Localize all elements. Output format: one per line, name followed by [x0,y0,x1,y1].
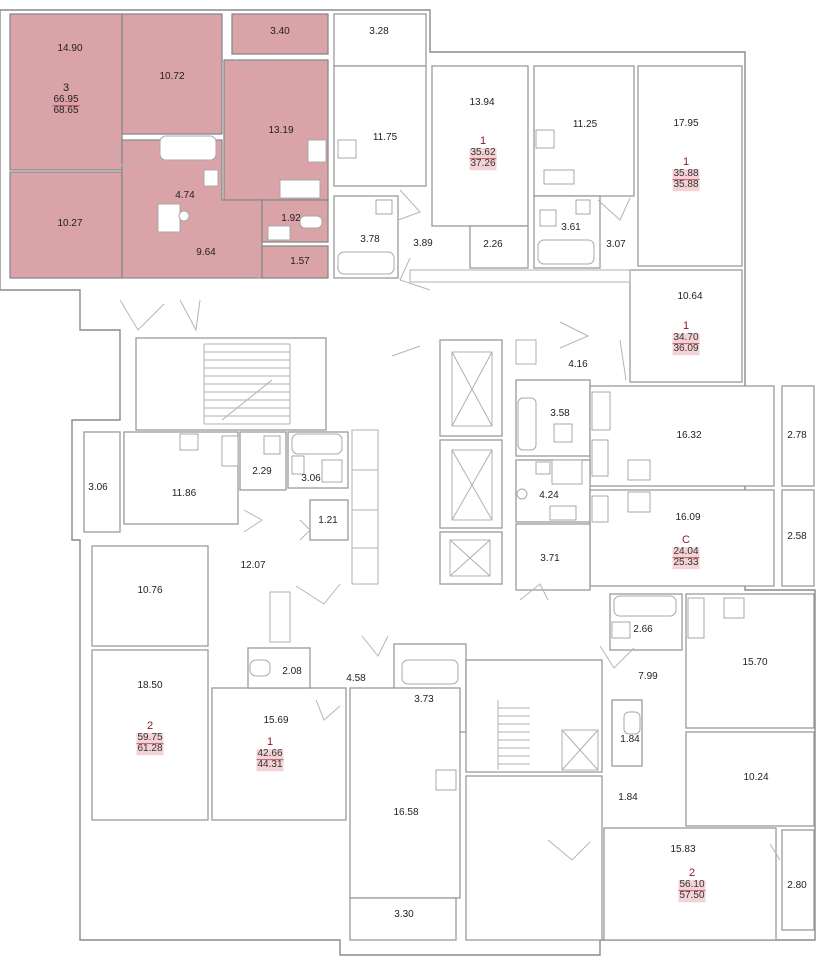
apartment-total-area: 36.09 [672,343,700,355]
room-area: 1.84 [618,792,638,803]
room-area: 3.71 [540,553,560,564]
apartment-living-area: 59.75 [136,731,164,745]
room-area: 10.72 [159,71,185,82]
apartment-rooms: 2 [688,867,696,880]
room-area: 4.58 [346,673,366,684]
apt-1-bottom-label[interactable]: 1 42.66 44.31 [256,736,284,771]
br-units [603,593,815,941]
apartment-rooms: 2 [146,720,154,733]
room-area: 2.29 [252,466,272,477]
room-area: 3.40 [270,26,290,37]
apartment-total-area: 61.28 [136,743,164,755]
apt-2-right-label[interactable]: 2 56.10 57.50 [678,867,706,902]
apartment-rooms: 1 [682,320,690,333]
apartment-living-area: 35.62 [469,146,497,160]
apartment-total-area: 44.31 [256,759,284,771]
apartment-rooms: 1 [682,156,690,169]
room-area: 13.94 [469,97,495,108]
room-area: 1.92 [281,213,301,224]
room-area: 3.58 [550,408,570,419]
room-area: 3.06 [88,482,108,493]
room-area: 10.24 [743,772,769,783]
room-area: 3.28 [369,26,389,37]
apartment-total-area: 57.50 [678,890,706,902]
room-area: 15.70 [742,657,768,668]
left-units [83,431,349,821]
room-area: 3.07 [606,239,626,250]
apt-2-left-label[interactable]: 2 59.75 61.28 [136,720,164,755]
room-area: 11.25 [572,119,598,130]
apartment-total-area: 35.88 [672,179,700,191]
room-area: 16.58 [393,807,419,818]
room-area: 16.09 [675,512,701,523]
room-area: 7.99 [638,671,658,682]
room-area: 15.69 [263,715,289,726]
apartment-living-area: 24.04 [672,545,700,559]
room-area: 11.86 [171,488,197,499]
room-area: 2.08 [282,666,302,677]
room-area: 1.57 [290,256,310,267]
apartment-rooms: 3 [62,82,70,95]
top-units [333,13,743,383]
room-area: 16.32 [676,430,702,441]
apt-1-top-b-label[interactable]: 1 35.88 35.88 [672,156,700,191]
room-area: 2.80 [787,880,807,891]
room-area: 4.74 [175,190,195,201]
room-area: 1.84 [620,734,640,745]
bottom-units [349,643,603,941]
apartment-living-area: 66.95 [52,93,80,107]
room-area: 17.95 [673,118,699,129]
core [135,337,537,585]
apartment-living-area: 35.88 [672,167,700,181]
room-area: 2.58 [787,531,807,542]
right-units [515,379,815,591]
apartment-rooms: 1 [479,135,487,148]
room-area: 9.64 [196,247,216,258]
apt-3-left-label[interactable]: 3 66.95 68.65 [52,82,80,117]
room-area: 3.06 [301,473,321,484]
apt-studio-label[interactable]: С 24.04 25.33 [672,534,700,569]
apartment-rooms: С [682,534,690,547]
room-area: 12.07 [240,560,266,571]
doors [107,59,781,861]
apartment-total-area: 25.33 [672,557,700,569]
room-area: 13.19 [268,125,294,136]
room-area: 2.26 [483,239,503,250]
room-area: 10.27 [57,218,83,229]
room-area: 2.78 [787,430,807,441]
room-area: 2.66 [633,624,653,635]
room-area: 10.76 [137,585,163,596]
apartment-rooms: 1 [266,736,274,749]
apt-1-right-label[interactable]: 1 34.70 36.09 [672,320,700,355]
building-outline [0,9,816,956]
apartment-living-area: 34.70 [672,331,700,345]
apartment-living-area: 56.10 [678,878,706,892]
room-area: 10.64 [677,291,703,302]
room-area: 11.75 [372,132,398,143]
room-area: 1.21 [318,515,338,526]
room-area: 3.30 [394,909,414,920]
room-area: 3.61 [561,222,581,233]
room-area: 3.73 [414,694,434,705]
apt-1-top-a-label[interactable]: 1 35.62 37.26 [469,135,497,170]
apt-3-left-shape[interactable] [9,13,329,279]
room-area: 4.16 [568,359,588,370]
room-area: 15.83 [670,844,696,855]
apartment-living-area: 42.66 [256,747,284,761]
room-area: 4.24 [539,490,559,501]
apartment-total-area: 68.65 [53,105,79,117]
room-area: 14.90 [57,43,83,54]
room-area: 3.78 [360,234,380,245]
apartment-total-area: 37.26 [469,158,497,170]
room-area: 3.89 [413,238,433,249]
room-area: 18.50 [137,680,163,691]
